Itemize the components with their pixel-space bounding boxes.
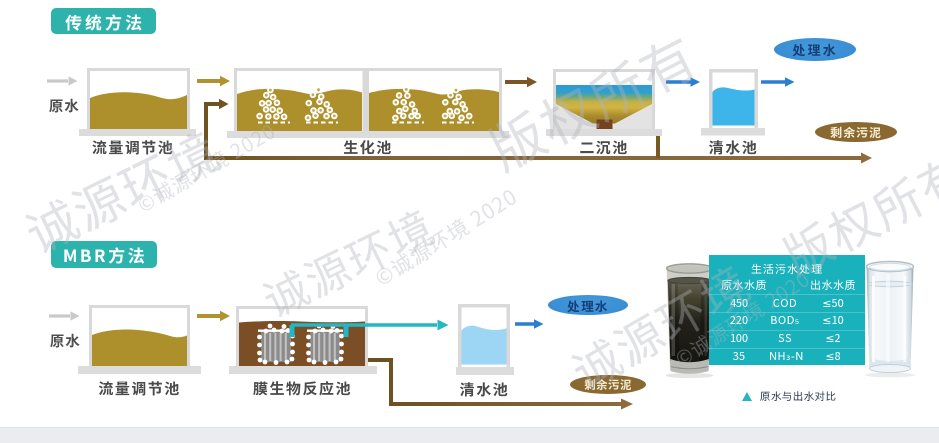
table-row: 220 BOD₅ ≤10 (709, 312, 865, 330)
tank-label-flow-regulation-traditional: 流量调节池 (91, 137, 175, 158)
treated-water-ellipse-traditional: 处理水 (774, 38, 856, 61)
comparison-legend: 原水与出水对比 (742, 389, 836, 404)
tank-flow-regulation-traditional (79, 68, 196, 136)
tank-label-clear-water-traditional: 清水池 (708, 137, 759, 158)
table-row: 450 COD ≤50 (709, 294, 865, 312)
tank-label-clear-water-mbr: 清水池 (459, 379, 510, 400)
legend-caption: 原水与出水对比 (760, 389, 837, 404)
effluent-value: ≤2 (825, 329, 841, 346)
effluent-value: ≤8 (825, 347, 841, 364)
mbr-sludge-line (368, 358, 633, 410)
tank-label-biochemical: 生化池 (343, 137, 393, 158)
table-separator (709, 294, 865, 295)
table-separator (709, 312, 865, 313)
effluent-value: ≤50 (822, 294, 844, 311)
flow-arrow-olive-mbr (197, 310, 230, 322)
flow-arrow-blue-2 (761, 77, 795, 87)
membrane-module (257, 323, 295, 365)
tank-secondary-clarifier (546, 69, 662, 136)
tank-label-membrane-bioreactor: 膜生物反应池 (252, 378, 352, 399)
aeration-bubble-cluster (441, 86, 474, 124)
raw-water-arrow-traditional (47, 76, 78, 86)
table-title: 生活污水处理 (751, 261, 823, 277)
aeration-bubble-cluster (304, 86, 338, 124)
parameter-name: NH₃-N (769, 347, 804, 364)
table-separator (709, 330, 865, 331)
aeration-bubble-cluster (392, 86, 424, 124)
water-quality-table: 生活污水处理 原水水质 出水水质 450 COD ≤50 220 BOD₅ ≤1… (709, 255, 865, 365)
influent-value: 450 (729, 294, 749, 311)
parameter-name: BOD₅ (770, 312, 800, 329)
traditional-sludge-return-line (204, 98, 872, 164)
flow-arrow-olive-traditional (197, 75, 230, 87)
table-separator (709, 347, 865, 349)
raw-water-glass-photo (665, 263, 714, 379)
treated-water-glass-photo (865, 260, 915, 378)
excess-sludge-ellipse-traditional: 剩余污泥 (815, 122, 897, 142)
mbr-method-badge: MBR方法 (51, 241, 157, 268)
treated-water-ellipse-mbr: 处理水 (548, 295, 628, 315)
influent-value: 220 (729, 312, 749, 329)
influent-value: 35 (732, 347, 746, 364)
table-row: 35 NH₃-N ≤8 (709, 347, 865, 365)
parameter-name: COD (772, 294, 798, 311)
page-footer-strip (0, 427, 939, 443)
table-row: 100 SS ≤2 (709, 329, 865, 347)
raw-water-arrow-mbr (49, 311, 80, 321)
traditional-method-badge: 传统方法 (51, 8, 156, 34)
tank-flow-regulation-mbr (78, 305, 201, 374)
influent-value: 100 (729, 329, 749, 346)
raw-water-label-traditional: 原水 (49, 95, 80, 116)
column-header-influent: 原水水质 (721, 277, 767, 293)
flow-arrow-blue-mbr (515, 319, 544, 329)
tank-clear-water-mbr (456, 304, 514, 375)
triangle-icon (742, 392, 752, 401)
raw-water-label-mbr: 原水 (50, 330, 81, 351)
tank-membrane-bioreactor (229, 306, 377, 374)
effluent-value: ≤10 (822, 312, 844, 329)
tank-clear-water-traditional (701, 69, 765, 136)
permeate-pipe (289, 319, 449, 337)
table-column-headers: 原水水质 出水水质 (709, 277, 865, 294)
membrane-module (306, 323, 344, 365)
flow-arrow-blue-1 (666, 77, 700, 87)
tank-label-flow-regulation-mbr: 流量调节池 (98, 378, 181, 399)
tank-biochemical (227, 68, 509, 138)
aeration-bubble-cluster (256, 86, 290, 124)
column-header-effluent: 出水水质 (810, 277, 856, 293)
tank-label-secondary-clarifier: 二沉池 (579, 137, 629, 158)
excess-sludge-ellipse-mbr: 剩余污泥 (570, 375, 646, 394)
flow-arrow-brown (505, 76, 537, 88)
parameter-name: SS (777, 329, 793, 346)
